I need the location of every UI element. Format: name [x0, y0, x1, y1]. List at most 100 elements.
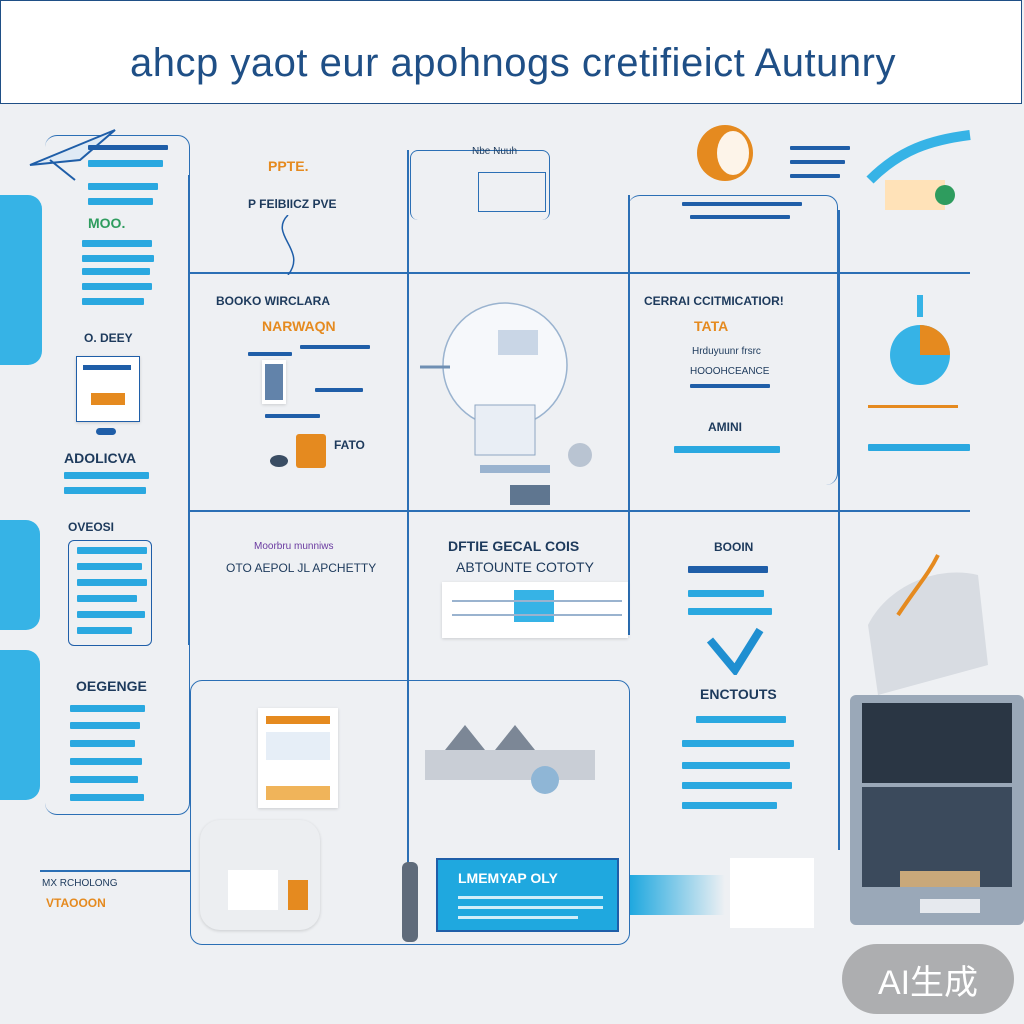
text-line [82, 240, 152, 247]
gradient-bar [630, 875, 725, 915]
info-card [76, 356, 140, 422]
left-top-label: MOO. [88, 215, 126, 231]
text-line [688, 566, 768, 573]
left-panel [45, 135, 190, 815]
text-line [70, 705, 145, 712]
top-label: PPTE. [268, 158, 309, 174]
usb-icon [402, 862, 418, 942]
laptop-illustration [850, 695, 1024, 925]
lightbulb-illustration [420, 302, 592, 505]
page-title: ahcp yaot eur apohnogs cretifieict Autun… [130, 41, 896, 85]
info-banner: LMEMYAP OLY [436, 858, 619, 932]
bottom-left-label: MX RCHOLONG [42, 878, 118, 889]
text-line [315, 388, 363, 392]
orange-block [296, 434, 326, 468]
top-label: P FElBIICZ PVE [248, 197, 337, 211]
left-section-label: OEGENGE [76, 678, 147, 694]
text-line [82, 255, 154, 262]
cert-title: CERRAI CCITMICATIOR! [644, 294, 784, 308]
airplane-illustration [866, 130, 971, 210]
text-line [690, 215, 790, 219]
connector-line [838, 210, 840, 850]
section-subtitle: NARWAQN [262, 318, 336, 334]
left-section-label: O. DEEY [84, 331, 133, 345]
doc-card [258, 708, 338, 808]
text-line [682, 740, 794, 747]
globe-icon [697, 125, 753, 181]
text-line [790, 174, 840, 178]
connector-line [628, 195, 630, 635]
booin-title: BOOIN [714, 540, 754, 554]
mid-left-label: Moorbru munniws [254, 541, 334, 552]
check-icon [706, 627, 764, 675]
left-section-label: OVEOSI [68, 520, 115, 534]
left-section-label: ADOLICVA [64, 450, 137, 466]
list-box [68, 540, 152, 646]
text-line [82, 268, 150, 275]
text-line [88, 198, 153, 205]
connector-line [190, 272, 970, 274]
text-line [682, 762, 790, 769]
cert-text: Hrduyuunr frsrc [692, 346, 761, 357]
bottom-panel [190, 680, 630, 945]
text-line [790, 146, 850, 150]
banner-label: LMEMYAP OLY [458, 870, 558, 886]
text-line [688, 608, 772, 615]
enctouts-title: ENCTOUTS [700, 686, 777, 702]
text-line [88, 145, 168, 150]
device-card [200, 820, 320, 930]
card-handle [96, 428, 116, 435]
orange-chart [868, 405, 958, 433]
text-line [690, 384, 770, 388]
text-line [64, 487, 146, 494]
connector-line [407, 150, 409, 940]
data-table-card [442, 582, 628, 638]
bottom-left-label: VTAOOON [46, 896, 106, 910]
mid-left-label: OTO AEPOL JL APCHETTY [226, 561, 377, 575]
flow-box [410, 150, 550, 220]
text-line [868, 444, 970, 451]
connector-curve [281, 215, 295, 275]
hand-illustration [868, 554, 988, 695]
decorative-blob [0, 520, 40, 630]
text-line [674, 446, 780, 453]
text-line [248, 352, 292, 356]
text-line [88, 160, 163, 167]
text-line [88, 183, 158, 190]
dot-icon [270, 455, 288, 467]
decorative-blob [0, 650, 40, 800]
text-line [696, 716, 786, 723]
text-line [682, 802, 777, 809]
text-line [70, 776, 138, 783]
text-line [64, 472, 149, 479]
text-line [70, 740, 135, 747]
text-line [682, 782, 792, 789]
books-note: FATO [334, 438, 365, 452]
decorative-blob [0, 195, 42, 365]
text-line [82, 283, 152, 290]
header-bar: ahcp yaot eur apohnogs cretifieict Autun… [0, 0, 1022, 104]
text-line [70, 794, 144, 801]
text-line [790, 160, 845, 164]
text-line [265, 414, 320, 418]
connector-line [190, 510, 970, 512]
ai-watermark: AI生成 [842, 944, 1014, 1014]
connector-line [40, 870, 190, 872]
text-line [70, 722, 140, 729]
white-card [730, 858, 814, 928]
text-line [688, 590, 764, 597]
cert-subtitle: TATA [694, 318, 729, 334]
pie-icon [890, 295, 950, 385]
plane-icon [29, 129, 116, 181]
cert-text: HOOOHCEANCE [690, 366, 770, 377]
flow-box [478, 172, 546, 212]
factory-illustration [425, 725, 595, 794]
connector-line [188, 175, 190, 645]
mid-center-title: DFTIE GECAL COIS [448, 538, 580, 554]
text-line [682, 202, 802, 206]
text-line [70, 758, 142, 765]
cert-panel [628, 195, 838, 485]
flow-label: Nbe Nuuh [472, 146, 518, 157]
document-icon [262, 360, 286, 404]
section-title: BOOKO WIRCLARA [216, 294, 330, 308]
